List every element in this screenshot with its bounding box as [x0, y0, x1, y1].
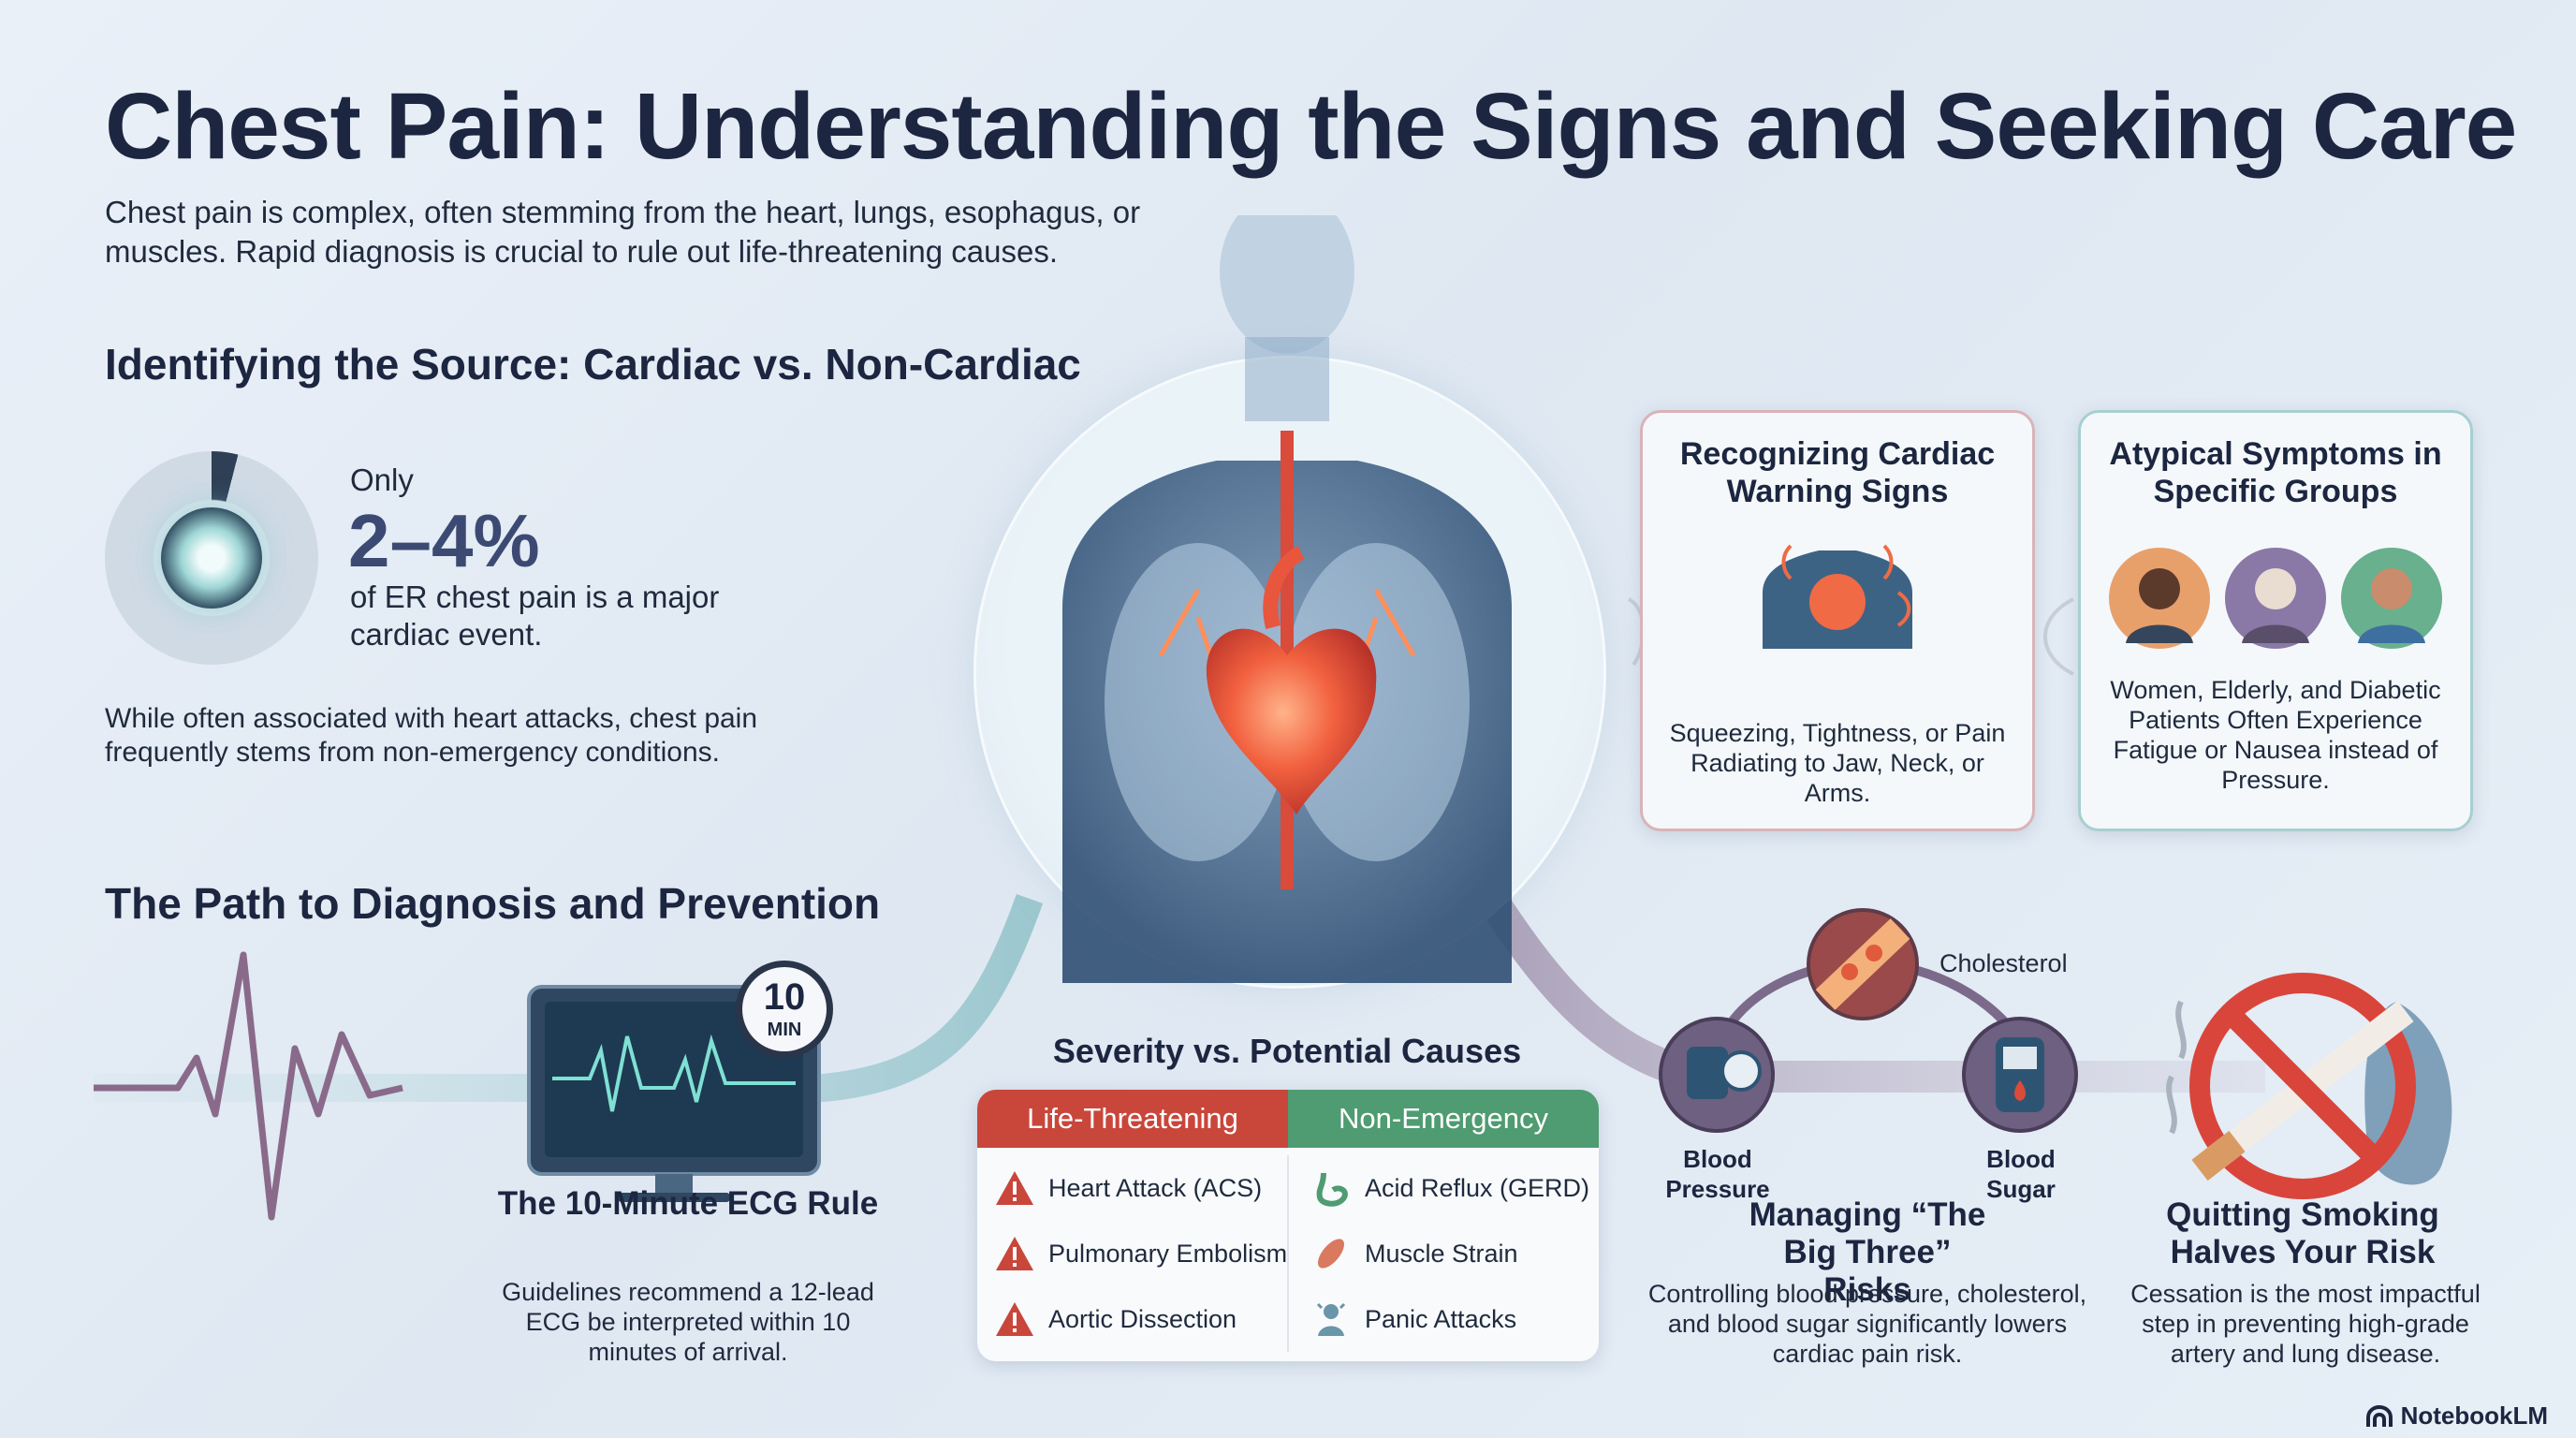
- stat-lead: Only: [350, 462, 414, 497]
- brand-name: NotebookLM: [2400, 1401, 2548, 1430]
- cause-label: Muscle Strain: [1365, 1239, 1518, 1268]
- life-threatening-header: Life-Threatening: [977, 1090, 1288, 1148]
- ecg-rule-body: Guidelines recommend a 12-lead ECG be in…: [502, 1278, 874, 1366]
- radiating-chest-pain-icon: [1763, 544, 1912, 649]
- cholesterol-artery-icon: [1807, 908, 1919, 1020]
- cause-non-emergency-2: Muscle Strain: [1310, 1221, 1518, 1286]
- blood-pressure-label: Blood Pressure: [1665, 1145, 1770, 1203]
- causes-table: Life-Threatening Non-Emergency Heart Att…: [977, 1090, 1599, 1361]
- ecg-heartbeat-line: [94, 951, 403, 1221]
- warning-card-title: Recognizing Cardiac Warning Signs: [1679, 436, 1996, 509]
- source-section-heading: Identifying the Source: Cardiac vs. Non-…: [105, 340, 1081, 389]
- woman-avatar: [2109, 548, 2210, 649]
- causes-table-title: Severity vs. Potential Causes: [1052, 1032, 1522, 1070]
- cause-life-threatening-1: Heart Attack (ACS): [994, 1155, 1262, 1221]
- stat-ring-chart: [105, 451, 318, 665]
- cause-non-emergency-1: Acid Reflux (GERD): [1310, 1155, 1589, 1221]
- elderly-avatar: [2225, 548, 2326, 649]
- atypical-card-title: Atypical Symptoms in Specific Groups: [2109, 436, 2442, 509]
- cause-label: Aortic Dissection: [1048, 1304, 1237, 1333]
- stat-value: 2–4%: [348, 499, 540, 582]
- cause-non-emergency-3: Panic Attacks: [1310, 1286, 1516, 1352]
- blood-pressure-icon: [1659, 1017, 1775, 1133]
- non-emergency-header: Non-Emergency: [1288, 1090, 1599, 1148]
- atypical-card-body: Women, Elderly, and Diabetic Patients Of…: [2110, 676, 2441, 794]
- smoking-title: Quitting Smoking Halves Your Risk: [2166, 1196, 2439, 1270]
- stat-note: While often associated with heart attack…: [105, 703, 758, 768]
- page-title: Chest Pain: Understanding the Signs and …: [105, 74, 2517, 179]
- atypical-symptoms-card: Atypical Symptoms in Specific Groups Wom…: [2078, 410, 2473, 831]
- warning-signs-card: Recognizing Cardiac Warning Signs Squeez…: [1640, 410, 2035, 831]
- no-smoking-lungs-icon: [2166, 973, 2452, 1199]
- notebooklm-logo-icon: [2365, 1404, 2393, 1427]
- cause-label: Acid Reflux (GERD): [1365, 1173, 1590, 1202]
- diabetic-patient-avatar: [2341, 548, 2442, 649]
- brand-badge: NotebookLM: [2365, 1401, 2548, 1431]
- timer-number: 10: [763, 976, 806, 1018]
- stomach-icon: [1316, 1172, 1348, 1207]
- cause-life-threatening-2: Pulmonary Embolism: [994, 1221, 1287, 1286]
- blood-sugar-label: Blood Sugar: [1986, 1145, 2056, 1203]
- cholesterol-label: Cholesterol: [1939, 949, 2068, 977]
- warning-card-body: Squeezing, Tightness, or Pain Radiating …: [1669, 719, 2006, 807]
- column-divider: [1287, 1155, 1289, 1352]
- timer-badge: 10 MIN: [736, 961, 833, 1058]
- anxious-person-icon: [1316, 1302, 1346, 1336]
- stat-description: of ER chest pain is a major cardiac even…: [350, 580, 720, 652]
- stat-ring-center: [161, 507, 262, 609]
- page-intro: Chest pain is complex, often stemming fr…: [105, 195, 1141, 269]
- torso-illustration: [1062, 215, 1512, 983]
- cause-label: Pulmonary Embolism: [1048, 1239, 1288, 1268]
- cause-life-threatening-3: Aortic Dissection: [994, 1286, 1237, 1352]
- timer-unit: MIN: [767, 1020, 802, 1040]
- big-three-title: Managing “The Big Three” Risks: [1749, 1196, 1986, 1308]
- warning-triangle-icon: [996, 1302, 1033, 1336]
- cause-label: Panic Attacks: [1365, 1304, 1517, 1333]
- big-three-body: Controlling blood pressure, cholesterol,…: [1647, 1280, 2087, 1368]
- warning-triangle-icon: [996, 1237, 1033, 1270]
- smoking-body: Cessation is the most impactful step in …: [2130, 1280, 2481, 1368]
- warning-triangle-icon: [996, 1171, 1033, 1205]
- blood-sugar-meter-icon: [1962, 1017, 2078, 1133]
- ecg-rule-title: The 10-Minute ECG Rule: [497, 1185, 879, 1222]
- big-three-risk-icons: [1659, 908, 2078, 1133]
- path-section-heading: The Path to Diagnosis and Prevention: [105, 879, 881, 928]
- cause-label: Heart Attack (ACS): [1048, 1173, 1263, 1202]
- patient-avatars: [2109, 548, 2442, 649]
- muscle-icon: [1317, 1239, 1345, 1269]
